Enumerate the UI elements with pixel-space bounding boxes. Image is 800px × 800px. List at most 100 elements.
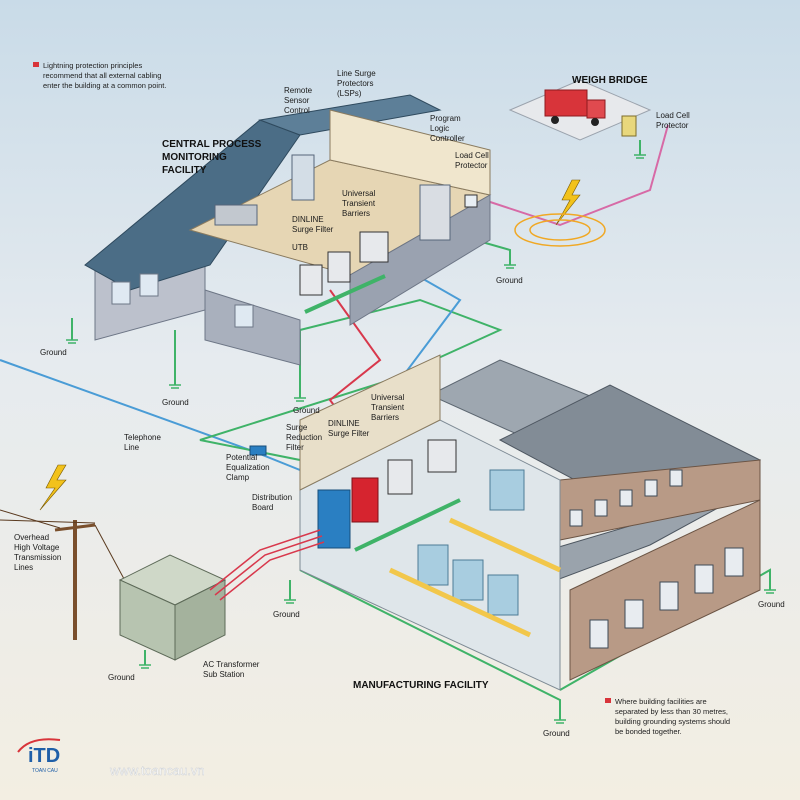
ground-wire-plc	[474, 239, 511, 265]
label-overhead-2: High Voltage	[14, 543, 60, 552]
label-utb1-3: Barriers	[342, 209, 370, 218]
logo-url: www.toancau.vn	[109, 763, 205, 778]
label-dist-board-1: Distribution	[252, 493, 292, 502]
label-load-cell-2b: Protector	[656, 121, 689, 130]
ground-symbol-6	[139, 664, 151, 669]
label-transformer-1: AC Transformer	[203, 660, 260, 669]
power-infrastructure	[0, 509, 325, 661]
central-window-1	[111, 281, 131, 305]
central-title-line-1: CENTRAL PROCESS	[162, 139, 262, 150]
surge-reduction-filter-red	[351, 477, 379, 523]
label-load-cell-1a: Load Cell	[455, 151, 489, 160]
mfg-window-6	[589, 619, 609, 649]
mfg-window-3	[619, 489, 633, 507]
ground-symbol-8	[764, 589, 776, 594]
ground-label-4: Ground	[496, 276, 523, 285]
ground-label-2: Ground	[162, 398, 189, 407]
label-telephone-1: Telephone	[124, 433, 161, 442]
label-utb1-1: Universal	[342, 189, 376, 198]
label-overhead-3: Transmission	[14, 553, 61, 562]
weigh-bridge-cable	[477, 124, 669, 227]
ground-symbol-weigh	[634, 154, 646, 159]
note-top-left: Lightning protection principles recommen…	[33, 61, 166, 90]
label-transformer-2: Sub Station	[203, 670, 244, 679]
label-dinline2-1: DINLINE	[328, 419, 360, 428]
note-top-line-3: enter the building at a common point.	[43, 81, 166, 90]
machine-4	[487, 574, 519, 616]
mfg-window-9	[694, 564, 714, 594]
utb-unit-3	[427, 439, 457, 473]
ground-label-6: Ground	[108, 673, 135, 682]
note-top-line-2: recommend that all external cabling	[43, 71, 161, 80]
ground-symbol-7	[554, 719, 566, 724]
ground-symbol-4	[504, 264, 516, 269]
mfg-window-4	[644, 479, 658, 497]
label-dinline1-1: DINLINE	[292, 215, 324, 224]
label-line-surge-3: (LSPs)	[337, 89, 362, 98]
note-bottom-line-3: building grounding systems should	[615, 717, 730, 726]
logo-sub: TOAN CAU	[32, 768, 58, 774]
mfg-window-2	[594, 499, 608, 517]
distribution-board-blue	[317, 489, 351, 549]
plc-cabinet	[419, 184, 451, 241]
label-plc-1: Program	[430, 114, 461, 123]
computer-desk	[214, 204, 258, 226]
truck-wheel-1	[551, 116, 559, 124]
potential-equalization-clamp	[249, 445, 267, 456]
ground-label-3: Ground	[293, 406, 320, 415]
central-window-3	[234, 304, 254, 328]
cable-tray-2	[448, 517, 562, 573]
truck-wheel-2	[591, 118, 599, 126]
note-bottom-line-4: be bonded together.	[615, 727, 682, 736]
label-srf-2: Reduction	[286, 433, 322, 442]
ground-label-1: Ground	[40, 348, 67, 357]
label-utb2-1: Universal	[371, 393, 405, 402]
load-cell-box-2	[621, 115, 637, 137]
ground-symbols	[66, 154, 776, 724]
mfg-window-1	[569, 509, 583, 527]
label-line-surge-2: Protectors	[337, 79, 373, 88]
ground-wire-bond	[199, 298, 503, 471]
ground-symbol-2	[169, 384, 181, 389]
mfg-back-wall	[299, 354, 441, 491]
label-pec-2: Equalization	[226, 463, 270, 472]
dinline-unit-1	[299, 264, 323, 296]
ground-symbol-1	[66, 339, 78, 344]
weigh-bridge	[508, 79, 652, 141]
central-title-line-2: MONITORING	[162, 152, 227, 163]
label-utb2-3: Barriers	[371, 413, 399, 422]
machine-2	[417, 544, 449, 586]
central-ground-bar	[304, 274, 386, 314]
label-plc-2: Logic	[430, 124, 449, 133]
machine-3	[452, 559, 484, 601]
mfg-window-10	[724, 547, 744, 577]
truck-cab	[586, 99, 606, 119]
utb-unit-2	[359, 231, 389, 263]
ground-label-8: Ground	[758, 600, 785, 609]
lightning-bolt-weigh	[555, 179, 581, 226]
label-utb2-2: Transient	[371, 403, 405, 412]
label-plc-3: Controller	[430, 134, 465, 143]
label-remote-sensor-2: Sensor	[284, 96, 310, 105]
machine-1	[489, 469, 525, 511]
label-load-cell-1b: Protector	[455, 161, 488, 170]
remote-sensor-cabinet	[291, 154, 315, 201]
note-bottom-line-1: Where building facilities are	[615, 697, 707, 706]
label-remote-sensor-1: Remote	[284, 86, 313, 95]
label-pec-1: Potential	[226, 453, 257, 462]
label-utb-short: UTB	[292, 243, 308, 252]
weigh-bridge-title: WEIGH BRIDGE	[572, 75, 648, 86]
logo-brand: iTD	[28, 745, 60, 767]
label-telephone-2: Line	[124, 443, 140, 452]
manufacturing-title: MANUFACTURING FACILITY	[353, 680, 489, 691]
note-bottom-right: Where building facilities are separated …	[605, 697, 730, 736]
central-window-2	[139, 273, 159, 297]
label-load-cell-2a: Load Cell	[656, 111, 690, 120]
label-utb1-2: Transient	[342, 199, 376, 208]
note-top-line-1: Lightning protection principles	[43, 61, 142, 70]
logo-swoosh	[17, 738, 61, 753]
ground-wire-mfg-bottom	[299, 569, 561, 720]
note-bullet-1	[33, 62, 39, 67]
